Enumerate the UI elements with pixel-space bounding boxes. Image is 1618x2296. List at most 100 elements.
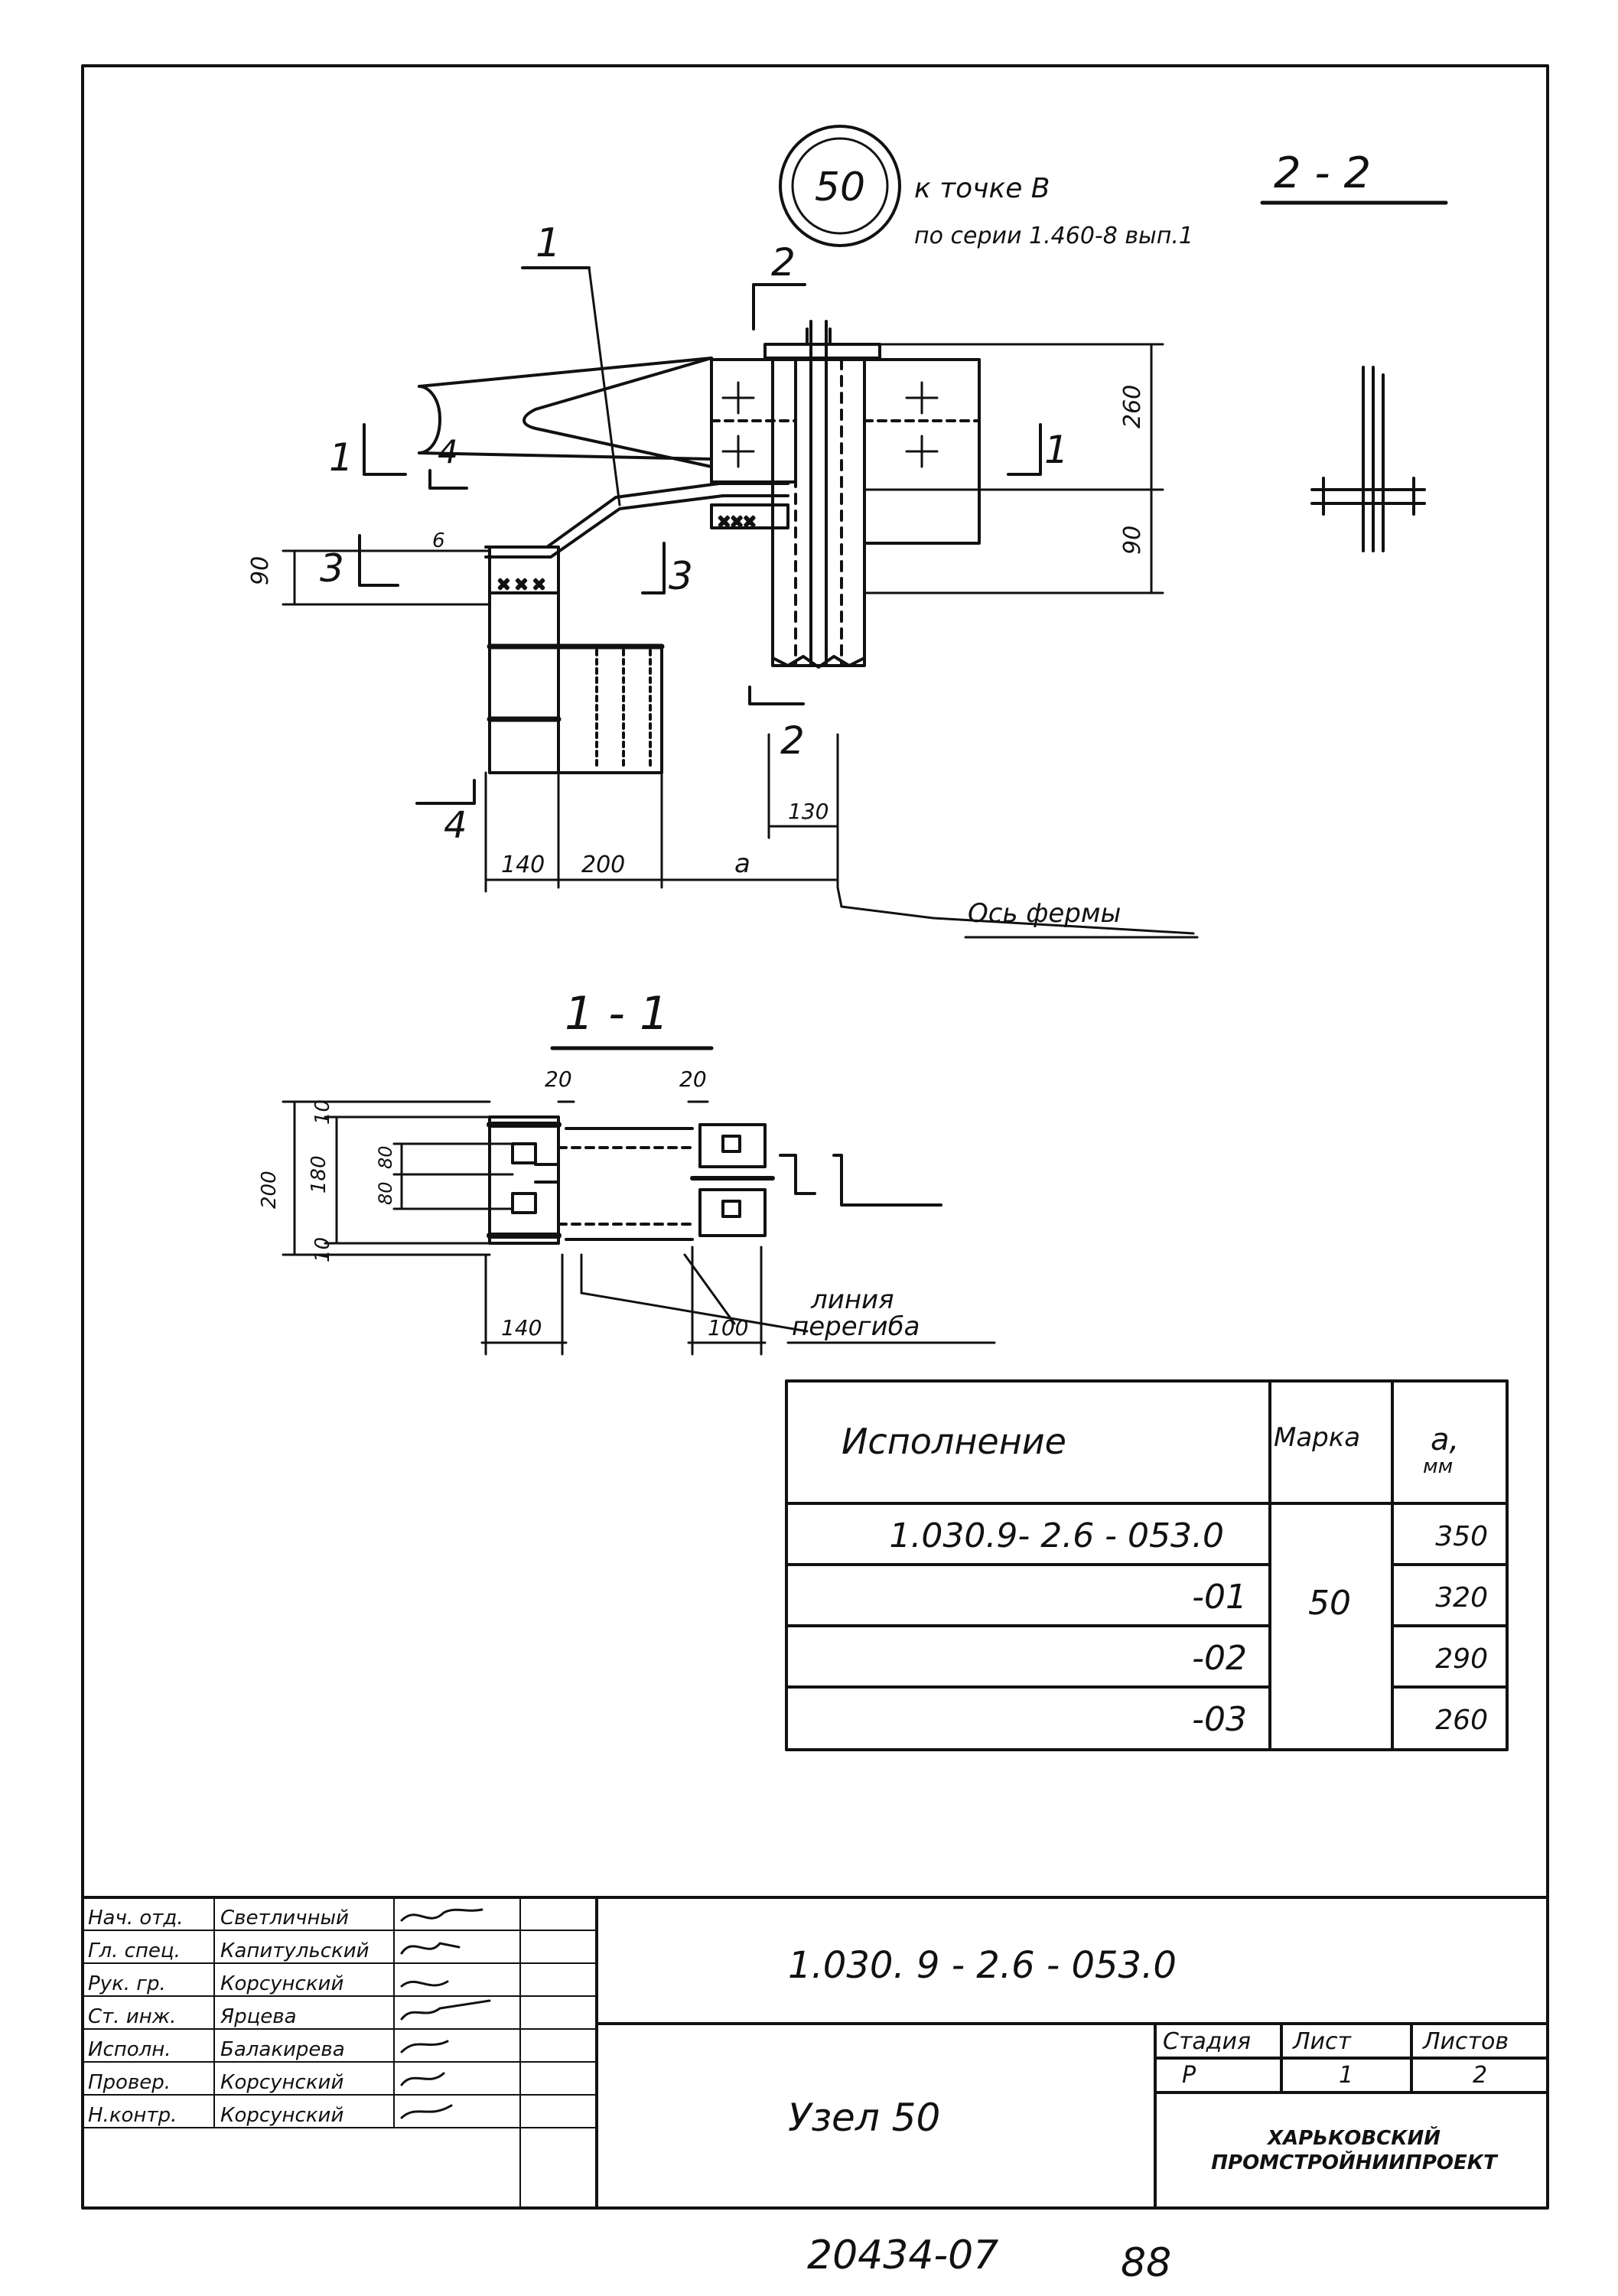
sheet-value: 1: [1339, 2062, 1353, 2089]
dim-180: 180: [308, 1155, 330, 1194]
dimension-lines-main: [282, 343, 1195, 935]
spec-header-variant: Исполнение: [842, 1421, 1066, 1462]
column-cap-plate: [763, 327, 881, 360]
dim-80-b: 80: [375, 1181, 396, 1205]
spec-header-mark: Марка: [1274, 1422, 1360, 1453]
svg-text:2: 2: [771, 240, 796, 285]
dim-a: a: [734, 848, 750, 879]
truss-axis-label: Ось фермы: [968, 898, 1121, 929]
dim-140-11: 140: [501, 1315, 542, 1340]
dim-90-right: 90: [1119, 526, 1146, 555]
drawing-name: Узел 50: [788, 2096, 940, 2140]
title-role: Провер.: [88, 2071, 171, 2094]
svg-text:× × ×: × × ×: [497, 575, 545, 593]
title-role: Гл. спец.: [88, 1939, 181, 1962]
section-cut-3-left: 3: [320, 534, 399, 591]
spec-header-a: a,: [1431, 1422, 1459, 1457]
title-name: Капитульский: [220, 1939, 370, 1962]
dim-10-bottom: 10: [311, 1237, 334, 1262]
node-marker: 50: [779, 125, 901, 247]
svg-text:4: 4: [438, 433, 458, 471]
svg-text:2: 2: [780, 718, 805, 763]
title-name: Ярцева: [220, 2005, 297, 2028]
dim-6: 6: [432, 529, 445, 552]
dim-200-11: 200: [258, 1171, 281, 1209]
svg-text:3: 3: [669, 554, 693, 598]
section-1-1-view: [487, 1115, 942, 1245]
archive-number: 20434-07: [807, 2232, 998, 2278]
sheets-label: Листов: [1422, 2028, 1509, 2055]
dim-10-top: 10: [311, 1099, 334, 1125]
section-2-2-title: 2 - 2: [1274, 148, 1371, 198]
section-2-2-view: [1310, 366, 1426, 552]
svg-text:×××: ×××: [718, 512, 756, 530]
section-cut-2-top: 2: [752, 240, 806, 331]
dim-20-b: 20: [679, 1067, 707, 1092]
bent-connection-plate: ×××: [484, 482, 789, 559]
spec-row-a: 320: [1435, 1582, 1488, 1614]
svg-text:1: 1: [536, 220, 561, 266]
title-role: Рук. гр.: [88, 1972, 166, 1995]
title-role: Исполн.: [88, 2038, 171, 2061]
dim-20-a: 20: [545, 1067, 572, 1092]
dim-80-a: 80: [375, 1145, 396, 1169]
support-column-stub: × × ×: [487, 546, 665, 774]
section-1-1-title: 1 - 1: [565, 987, 669, 1041]
document-code: 1.030. 9 - 2.6 - 053.0: [788, 1944, 1177, 1987]
node-note-line1: к точке В: [914, 173, 1050, 204]
section-cut-1-left: 1: [329, 423, 407, 480]
spec-row-a: 260: [1435, 1705, 1488, 1736]
truss-diagonal-member: [418, 357, 713, 468]
spec-header-a-unit: мм: [1423, 1455, 1453, 1478]
sheet-frame: [81, 64, 1549, 2210]
bolt-marks: [721, 381, 939, 468]
dim-140: 140: [501, 852, 545, 878]
section-cut-4-bottom: 4: [415, 779, 476, 847]
gusset-plate-right: [710, 358, 797, 484]
title-role: Нач. отд.: [88, 1907, 184, 1930]
title-name: Светличный: [220, 1907, 349, 1930]
stage-value: Р: [1182, 2062, 1196, 2089]
node-number: 50: [815, 164, 865, 210]
dim-100: 100: [708, 1315, 748, 1340]
dim-90-left: 90: [247, 556, 274, 585]
section-cut-3-right: 3: [641, 542, 693, 598]
section-cut-2-bottom: 2: [748, 686, 805, 763]
sheet-label: Лист: [1292, 2028, 1353, 2055]
svg-text:1: 1: [1044, 428, 1069, 472]
bend-line-label-1: линия: [810, 1285, 894, 1315]
spec-mark-value: 50: [1308, 1584, 1351, 1623]
dim-260: 260: [1119, 385, 1146, 428]
spec-row-a: 350: [1435, 1521, 1488, 1552]
org-line1: ХАРЬКОВСКИЙ: [1266, 2125, 1441, 2150]
title-block: Нач. отд. Светличный Гл. спец. Капитульс…: [81, 1896, 1549, 2210]
spec-row-code: -01: [1192, 1578, 1247, 1617]
title-name: Корсунский: [220, 2071, 343, 2094]
svg-text:3: 3: [320, 546, 344, 591]
bend-line-label-2: перегиба: [792, 1311, 920, 1342]
title-name: Корсунский: [220, 2104, 343, 2127]
title-name: Балакирева: [220, 2038, 345, 2061]
svg-text:1: 1: [329, 435, 353, 480]
part-1-callout: 1: [521, 220, 621, 506]
title-role: Ст. инж.: [88, 2005, 176, 2028]
section-cut-1-right: 1: [1007, 423, 1069, 476]
spec-row-code: -03: [1192, 1700, 1247, 1739]
org-line2: ПРОМСТРОЙНИИПРОЕКТ: [1211, 2150, 1499, 2174]
gusset-plate-far-right: [863, 358, 981, 545]
spec-table: Исполнение Марка a, мм 50 1.030.9- 2.6 -…: [785, 1379, 1509, 1751]
spec-row-code: 1.030.9- 2.6 - 053.0: [889, 1516, 1224, 1555]
spec-row-a: 290: [1435, 1643, 1488, 1675]
dim-130: 130: [788, 799, 829, 824]
dim-200: 200: [581, 852, 625, 878]
svg-text:4: 4: [444, 804, 467, 847]
title-name: Корсунский: [220, 1972, 343, 1995]
node-note-line2: по серии 1.460-8 вып.1: [914, 223, 1193, 249]
sheets-value: 2: [1473, 2062, 1487, 2089]
signatures: [400, 1908, 491, 2119]
spec-row-code: -02: [1192, 1639, 1247, 1678]
section-cut-4-top: 4: [428, 433, 468, 490]
page-number: 88: [1121, 2240, 1171, 2286]
stage-label: Стадия: [1163, 2028, 1251, 2055]
